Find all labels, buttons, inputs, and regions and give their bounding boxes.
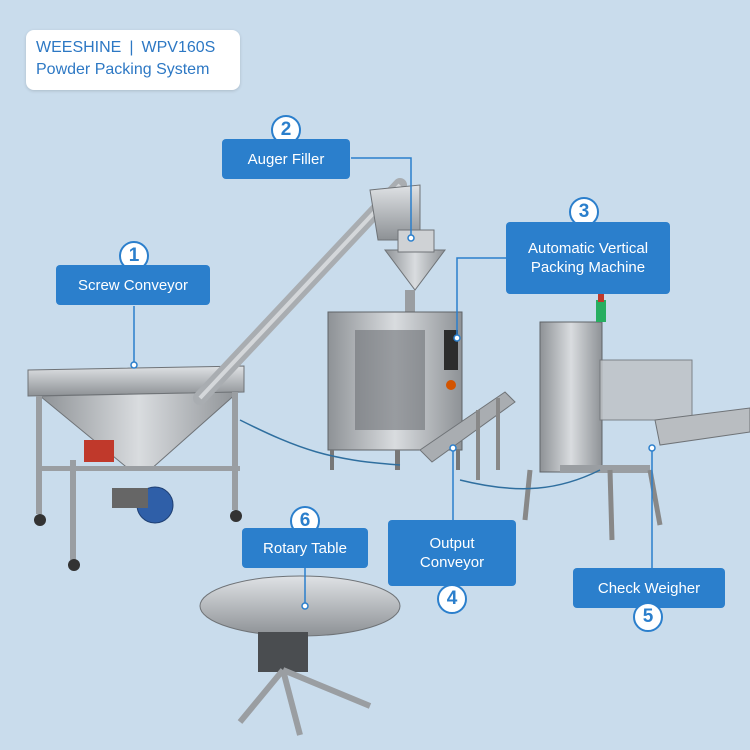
callout-label-auger-filler: Auger Filler bbox=[247, 150, 325, 168]
screw-conveyor-machine bbox=[27, 178, 407, 571]
callout-label-output-line2: Conveyor bbox=[419, 554, 485, 571]
brand-subtitle: Powder Packing System bbox=[36, 61, 210, 78]
callout-label-check-weigher: Check Weigher bbox=[597, 579, 701, 597]
brand-name: WEESHINE bbox=[36, 39, 122, 56]
callout-vertical-packing-machine: Automatic Vertical Packing Machine bbox=[506, 222, 670, 294]
brand-label: WEESHINE | WPV160S Powder Packing System bbox=[26, 30, 240, 90]
callout-label-output-line1: Output bbox=[429, 535, 475, 552]
callout-output-conveyor: Output Conveyor bbox=[388, 520, 516, 586]
callout-check-weigher: Check Weigher bbox=[573, 568, 725, 608]
callout-label-screw-conveyor: Screw Conveyor bbox=[77, 276, 189, 294]
callout-number-5: 5 bbox=[633, 602, 663, 632]
callout-label-rotary-table: Rotary Table bbox=[263, 539, 347, 557]
rotary-table-machine bbox=[199, 575, 401, 736]
callout-screw-conveyor: Screw Conveyor bbox=[56, 265, 210, 305]
brand-model: WPV160S bbox=[141, 39, 216, 56]
callout-auger-filler: Auger Filler bbox=[222, 139, 350, 179]
callout-label-packing-line1: Automatic Vertical bbox=[527, 240, 649, 257]
check-weigher-machine bbox=[522, 294, 750, 541]
callout-leaders bbox=[133, 157, 653, 606]
brand-separator: | bbox=[129, 39, 134, 56]
packing-machine bbox=[327, 184, 516, 480]
callout-number-4: 4 bbox=[437, 584, 467, 614]
callout-rotary-table: Rotary Table bbox=[242, 528, 368, 568]
callout-label-packing-line2: Packing Machine bbox=[530, 259, 646, 276]
